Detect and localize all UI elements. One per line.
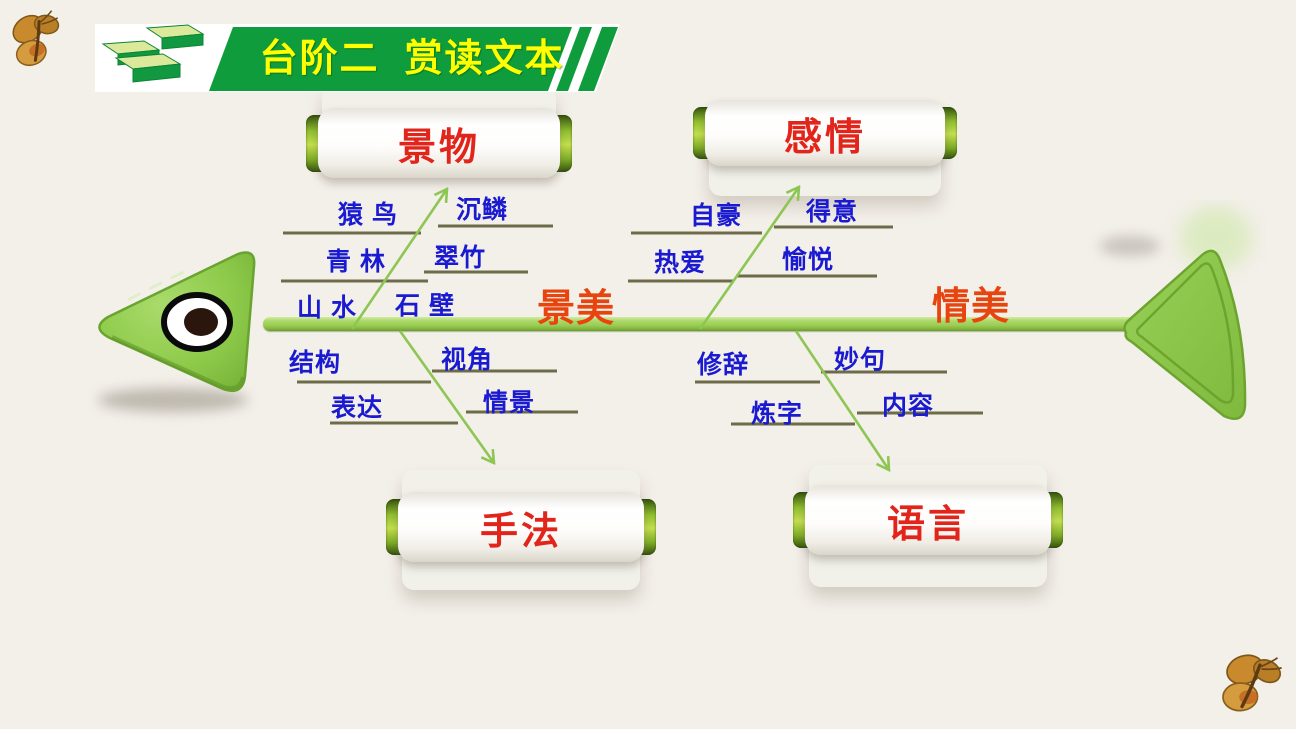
item-shi-jiao: 视角 [441,346,494,374]
spine-label-scenery-beauty: 景美 [537,288,616,330]
branch-title-technique: 手法 [479,510,562,553]
item-qing-jing: 情景 [483,389,536,417]
branch-title-language: 语言 [886,503,969,546]
item-lian-zi: 炼字 [751,400,804,428]
title-banner [95,24,620,92]
slide-title: 台阶二 赏读文本 [259,38,565,80]
scroll-roll: 感情 [705,100,945,166]
fish-eye-pupil [184,308,218,336]
item-yuan-niao: 猿 鸟 [338,201,398,229]
branch-scroll-technique: 手法 [386,470,656,595]
fish-tail [1123,206,1252,420]
branch-title-emotion: 感情 [783,116,866,159]
branch-title-scenery: 景物 [397,126,480,169]
branch-scroll-emotion: 感情 [693,98,957,198]
banner-shape [209,27,592,91]
banner-slash-gap [548,27,580,91]
banner-slash [578,27,618,91]
item-nei-rong: 内容 [882,392,935,420]
spine-label-emotion-beauty: 情美 [932,286,1011,328]
butterfly-icon [12,10,60,67]
item-zi-hao: 自豪 [690,202,743,230]
item-shan-shui: 山 水 [297,294,357,322]
item-re-ai: 热爱 [654,249,707,277]
scroll-roll: 景物 [318,108,560,178]
fish-tail-shadow [1100,236,1160,256]
item-yu-yue: 愉悦 [782,246,835,274]
item-biao-da: 表达 [331,394,384,422]
branch-scroll-language: 语言 [793,463,1063,590]
item-xiu-ci: 修辞 [697,351,750,379]
item-miao-ju: 妙句 [834,346,887,374]
fish-head-shadow [98,388,248,412]
item-chen-lin: 沉鳞 [456,196,509,224]
fish-head [98,251,256,393]
item-cui-zhu: 翠竹 [434,244,487,272]
item-shi-bi: 石 壁 [395,292,455,320]
item-qing-lin: 青 林 [326,248,386,276]
item-jie-gou: 结构 [289,349,342,377]
steps-icon [101,24,205,83]
item-de-yi: 得意 [806,198,859,226]
branch-scroll-scenery: 景物 [306,84,572,184]
butterfly-icon [1222,654,1282,712]
fish-tail-glow [1180,206,1252,270]
fish-tail-shape [1123,249,1247,420]
scroll-roll: 语言 [805,485,1051,555]
scroll-roll: 手法 [398,492,644,562]
